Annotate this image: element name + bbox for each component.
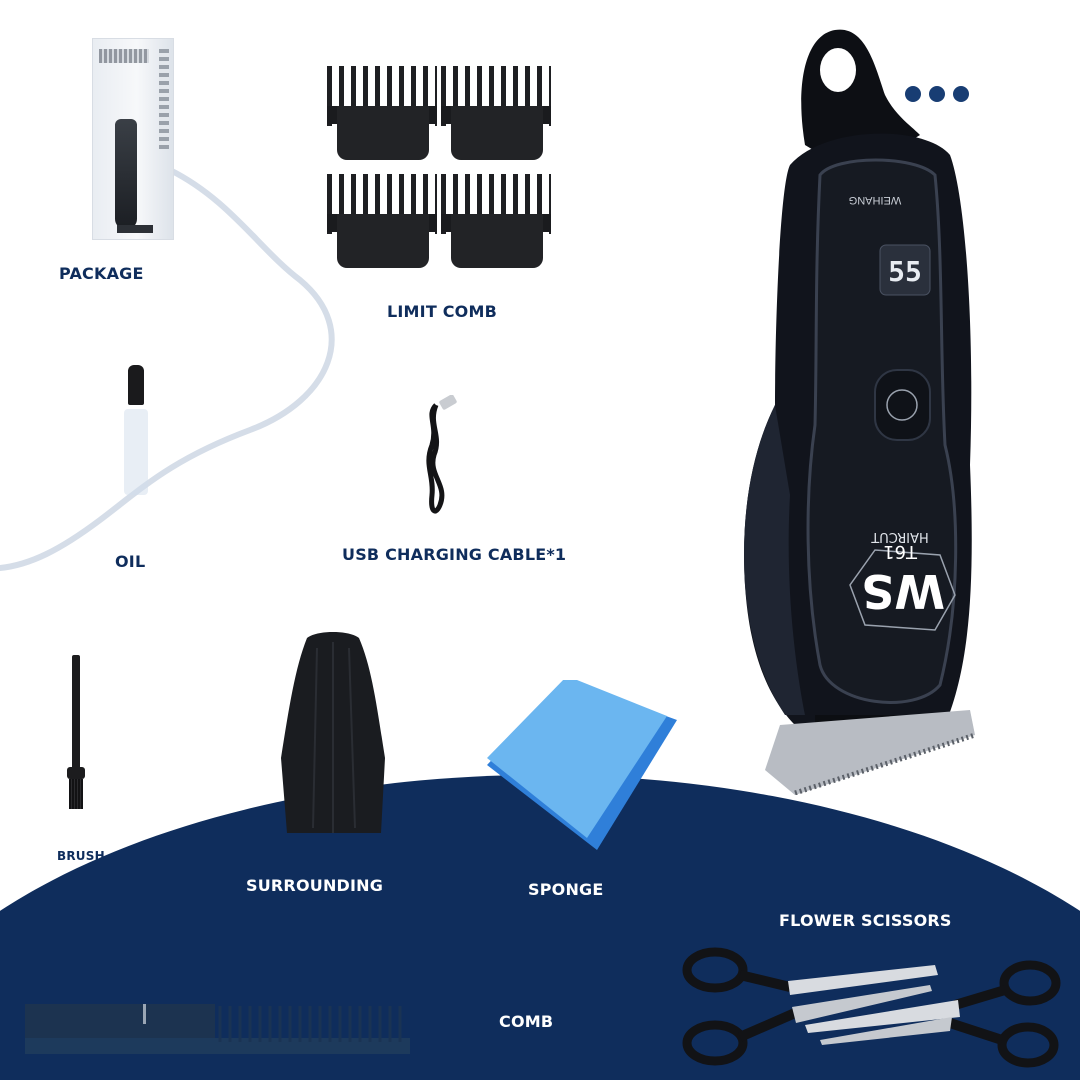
label-brush: BRUSH: [57, 849, 105, 863]
package-image: [92, 38, 174, 240]
dot: [929, 86, 945, 102]
dot: [953, 86, 969, 102]
limit-comb-image: [327, 66, 551, 272]
label-sponge: SPONGE: [528, 880, 604, 899]
oil-body: [124, 409, 148, 495]
package-title-band: [99, 49, 149, 63]
hair-clipper-image: WEIHANG 55 WS T61 HAIRCUT: [744, 29, 976, 795]
logo-text: WS: [861, 564, 945, 618]
surrounding-cape-image: [281, 632, 385, 833]
label-usb-cable: USB CHARGING CABLE*1: [342, 545, 567, 564]
sponge-image: [487, 680, 677, 850]
oil-bottle-image: [120, 365, 150, 495]
limit-comb-guard: [441, 66, 551, 162]
label-package: PACKAGE: [59, 264, 144, 283]
model-text: T61: [883, 541, 918, 562]
limit-comb-guard: [327, 66, 437, 162]
dot: [905, 86, 921, 102]
package-clipper-print: [115, 119, 137, 229]
brush-image: [64, 655, 88, 813]
tagline-text: HAIRCUT: [871, 529, 928, 544]
package-foot-print: [117, 225, 153, 233]
comb-image: [25, 1004, 410, 1054]
label-surrounding: SURROUNDING: [246, 876, 384, 895]
label-comb: COMB: [499, 1012, 554, 1031]
package-side-print: [159, 49, 169, 149]
limit-comb-guard: [327, 174, 437, 270]
flower-scissors-image: [682, 947, 1061, 1068]
label-limit-comb: LIMIT COMB: [387, 302, 497, 321]
label-oil: OIL: [115, 552, 146, 571]
label-flower-scissors: FLOWER SCISSORS: [779, 911, 952, 930]
usb-cable-image: [426, 395, 457, 514]
brand-text: WEIHANG: [849, 194, 902, 206]
limit-comb-guard: [441, 174, 551, 270]
more-dots-icon[interactable]: [905, 86, 969, 102]
oil-cap: [128, 365, 144, 405]
display-value: 55: [888, 255, 922, 288]
